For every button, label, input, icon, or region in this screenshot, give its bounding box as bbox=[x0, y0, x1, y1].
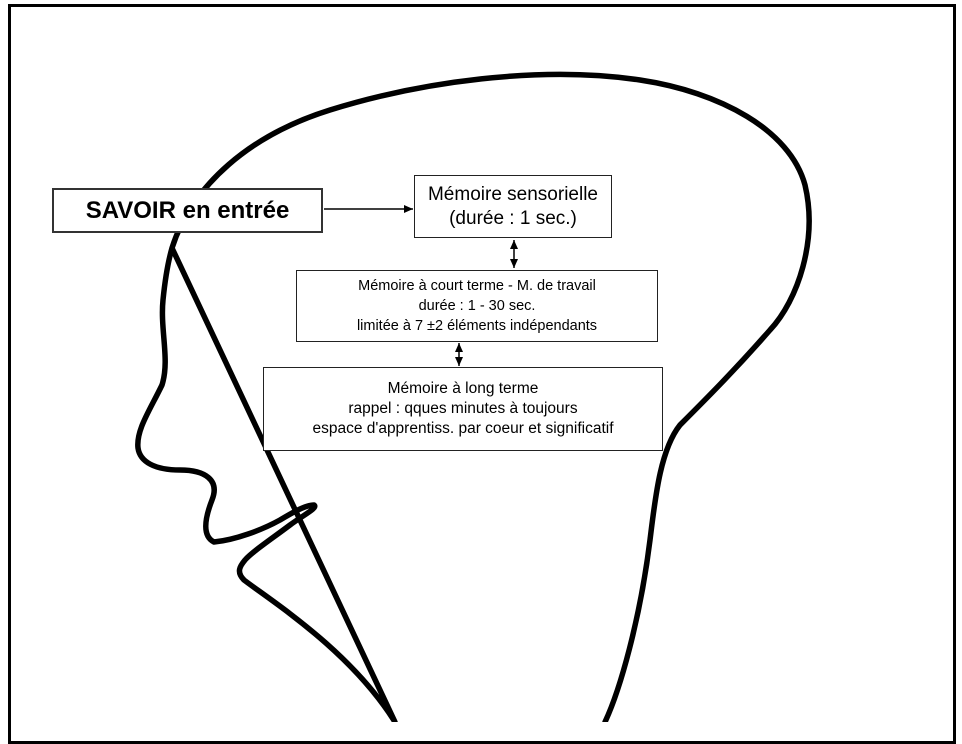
input-knowledge-label: SAVOIR en entrée bbox=[85, 196, 290, 224]
long-term-memory-recall: rappel : qques minutes à toujours bbox=[348, 400, 578, 417]
sensory-memory-title: Mémoire sensorielle bbox=[427, 183, 598, 205]
short-term-memory-capacity: limitée à 7 ±2 éléments indépendants bbox=[356, 318, 598, 334]
short-term-memory-duration: durée : 1 - 30 sec. bbox=[418, 298, 536, 314]
short-term-memory-box: Mémoire à court terme - M. de travail du… bbox=[296, 270, 658, 342]
long-term-memory-title: Mémoire à long terme bbox=[387, 380, 539, 397]
sensory-memory-box: Mémoire sensorielle (durée : 1 sec.) bbox=[414, 175, 612, 238]
input-knowledge-box: SAVOIR en entrée bbox=[52, 188, 323, 233]
head-outline bbox=[135, 71, 812, 722]
head-profile-diagram bbox=[135, 71, 812, 722]
sensory-memory-duration: (durée : 1 sec.) bbox=[449, 207, 577, 229]
long-term-memory-learning: espace d'apprentiss. par coeur et signif… bbox=[312, 420, 614, 437]
long-term-memory-box: Mémoire à long terme rappel : qques minu… bbox=[263, 367, 663, 451]
short-term-memory-title: Mémoire à court terme - M. de travail bbox=[358, 278, 596, 294]
